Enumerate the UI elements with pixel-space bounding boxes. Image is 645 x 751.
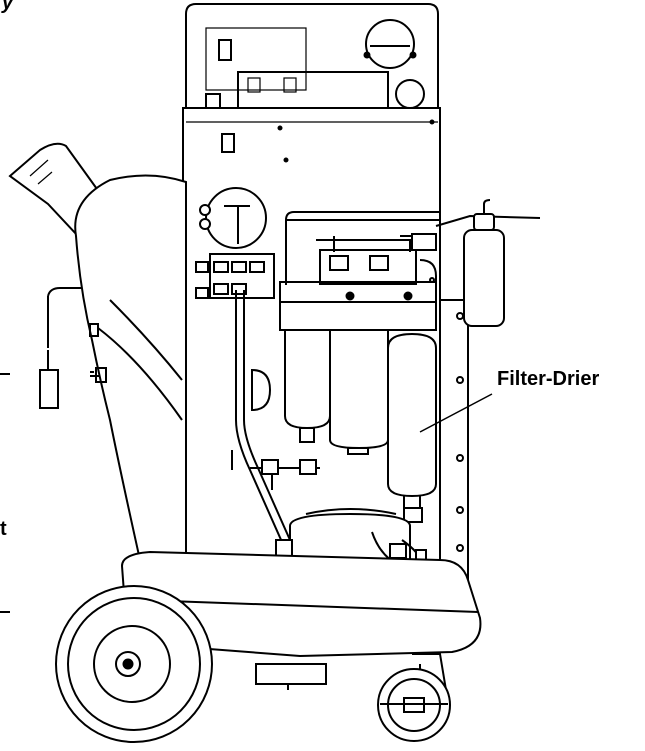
filter-drier-leader-line	[419, 393, 493, 433]
left-edge-marks	[0, 373, 10, 613]
front-caster	[377, 653, 451, 742]
rear-wheel	[55, 585, 213, 743]
filter-drier-canister	[387, 332, 437, 523]
filter-drier-label: Filter-Drier	[497, 368, 600, 390]
compressor	[289, 508, 427, 575]
cart-handle	[8, 142, 272, 561]
valve-manifold	[195, 211, 541, 300]
cropped-edge-text-top: y	[2, 0, 14, 14]
filter-assembly	[231, 281, 437, 490]
oil-bottle	[463, 199, 505, 327]
cropped-edge-text-mid: t	[0, 518, 7, 540]
control-box	[185, 3, 439, 109]
